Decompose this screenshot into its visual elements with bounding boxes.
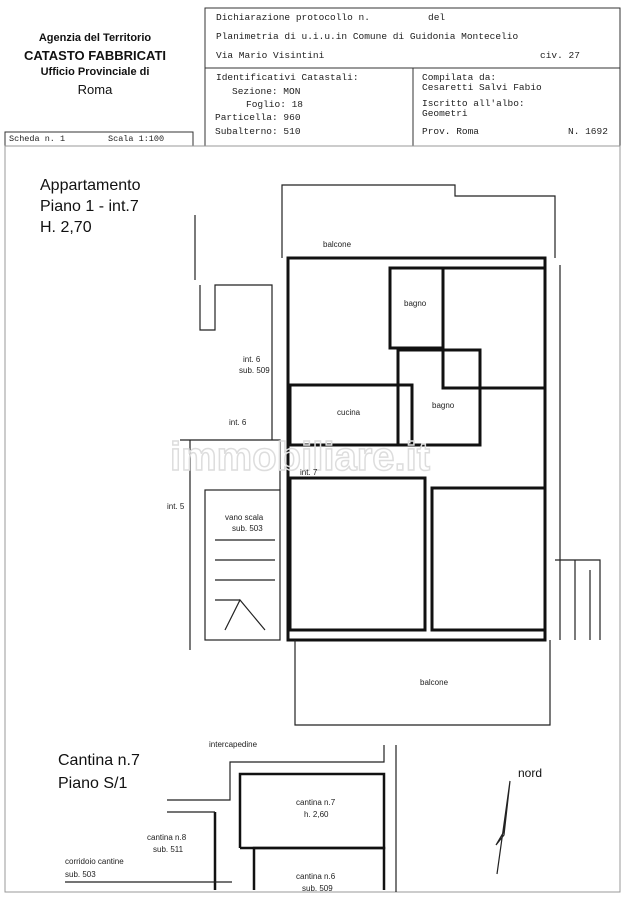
albo-label: Iscritto all'albo:	[422, 98, 525, 109]
office: Ufficio Provinciale di	[40, 66, 150, 78]
room-balcone-top: balcone	[323, 240, 352, 249]
subalterno: Subalterno: 510	[215, 126, 301, 137]
label-intercapedine: intercapedine	[209, 740, 258, 749]
city: Roma	[77, 82, 113, 97]
bottom-balcony-outline	[294, 640, 551, 726]
compilata-label: Compilata da:	[422, 72, 497, 83]
agency-name: Agenzia del Territorio	[38, 32, 152, 44]
label-vano-scala: vano scala	[225, 513, 264, 522]
label-cantina6: cantina n.6	[296, 872, 336, 881]
registration-number: N. 1692	[568, 126, 608, 137]
identificativi-title: Identificativi Catastali:	[216, 72, 359, 83]
label-vano-sub: sub. 503	[232, 524, 263, 533]
label-cantina6-sub: sub. 509	[302, 884, 333, 893]
apartment-walls	[286, 256, 547, 642]
label-corridoio-sub: sub. 503	[65, 870, 96, 879]
particella: Particella: 960	[215, 112, 301, 123]
label-int6: int. 6	[229, 418, 247, 427]
scheda: Scheda n. 1	[9, 134, 66, 144]
sezione: Sezione: MON	[232, 86, 301, 97]
watermark: immobiliare.it	[170, 435, 430, 479]
declaration-del: del	[428, 12, 446, 23]
apartment-height: H. 2,70	[40, 219, 92, 236]
room-bagno-2: bagno	[432, 401, 455, 410]
declaration: Dichiarazione protocollo n.	[216, 12, 370, 23]
label-cantina7-height: h. 2,60	[304, 810, 329, 819]
planimetria: Planimetria di u.i.u.in Comune di Guidon…	[216, 31, 519, 42]
cellar-title: Cantina n.7	[58, 752, 140, 769]
apartment-title: Appartamento	[40, 177, 141, 194]
label-cantina7: cantina n.7	[296, 798, 336, 807]
address: Via Mario Visintini	[216, 50, 325, 61]
foglio: Foglio: 18	[246, 99, 304, 110]
label-cantina8-sub: sub. 511	[153, 845, 184, 854]
label-int6-top: int. 6	[243, 355, 261, 364]
north-label: nord	[518, 766, 543, 780]
label-sub509: sub. 509	[239, 366, 270, 375]
compilata-name: Cesaretti Salvi Fabio	[422, 82, 542, 93]
room-balcone-bottom: balcone	[420, 678, 449, 687]
room-cucina: cucina	[337, 408, 361, 417]
label-corridoio: corridoio cantine	[65, 857, 124, 866]
label-int5: int. 5	[167, 502, 185, 511]
province: Prov. Roma	[422, 126, 480, 137]
cellar-floor: Piano S/1	[58, 775, 128, 792]
stairwell	[204, 489, 281, 641]
top-balcony-outline	[281, 184, 556, 258]
department: CATASTO FABBRICATI	[23, 48, 167, 63]
cellar-walls	[213, 772, 386, 890]
apartment-floor: Piano 1 - int.7	[40, 198, 139, 215]
label-int7: int. 7	[300, 468, 318, 477]
drawing-frame	[4, 145, 621, 893]
room-bagno-1: bagno	[404, 299, 427, 308]
north-arrow-icon	[495, 780, 511, 875]
scala: Scala 1:100	[108, 134, 165, 144]
label-cantina8: cantina n.8	[147, 833, 187, 842]
civic: civ. 27	[540, 50, 580, 61]
albo-value: Geometri	[422, 108, 468, 119]
